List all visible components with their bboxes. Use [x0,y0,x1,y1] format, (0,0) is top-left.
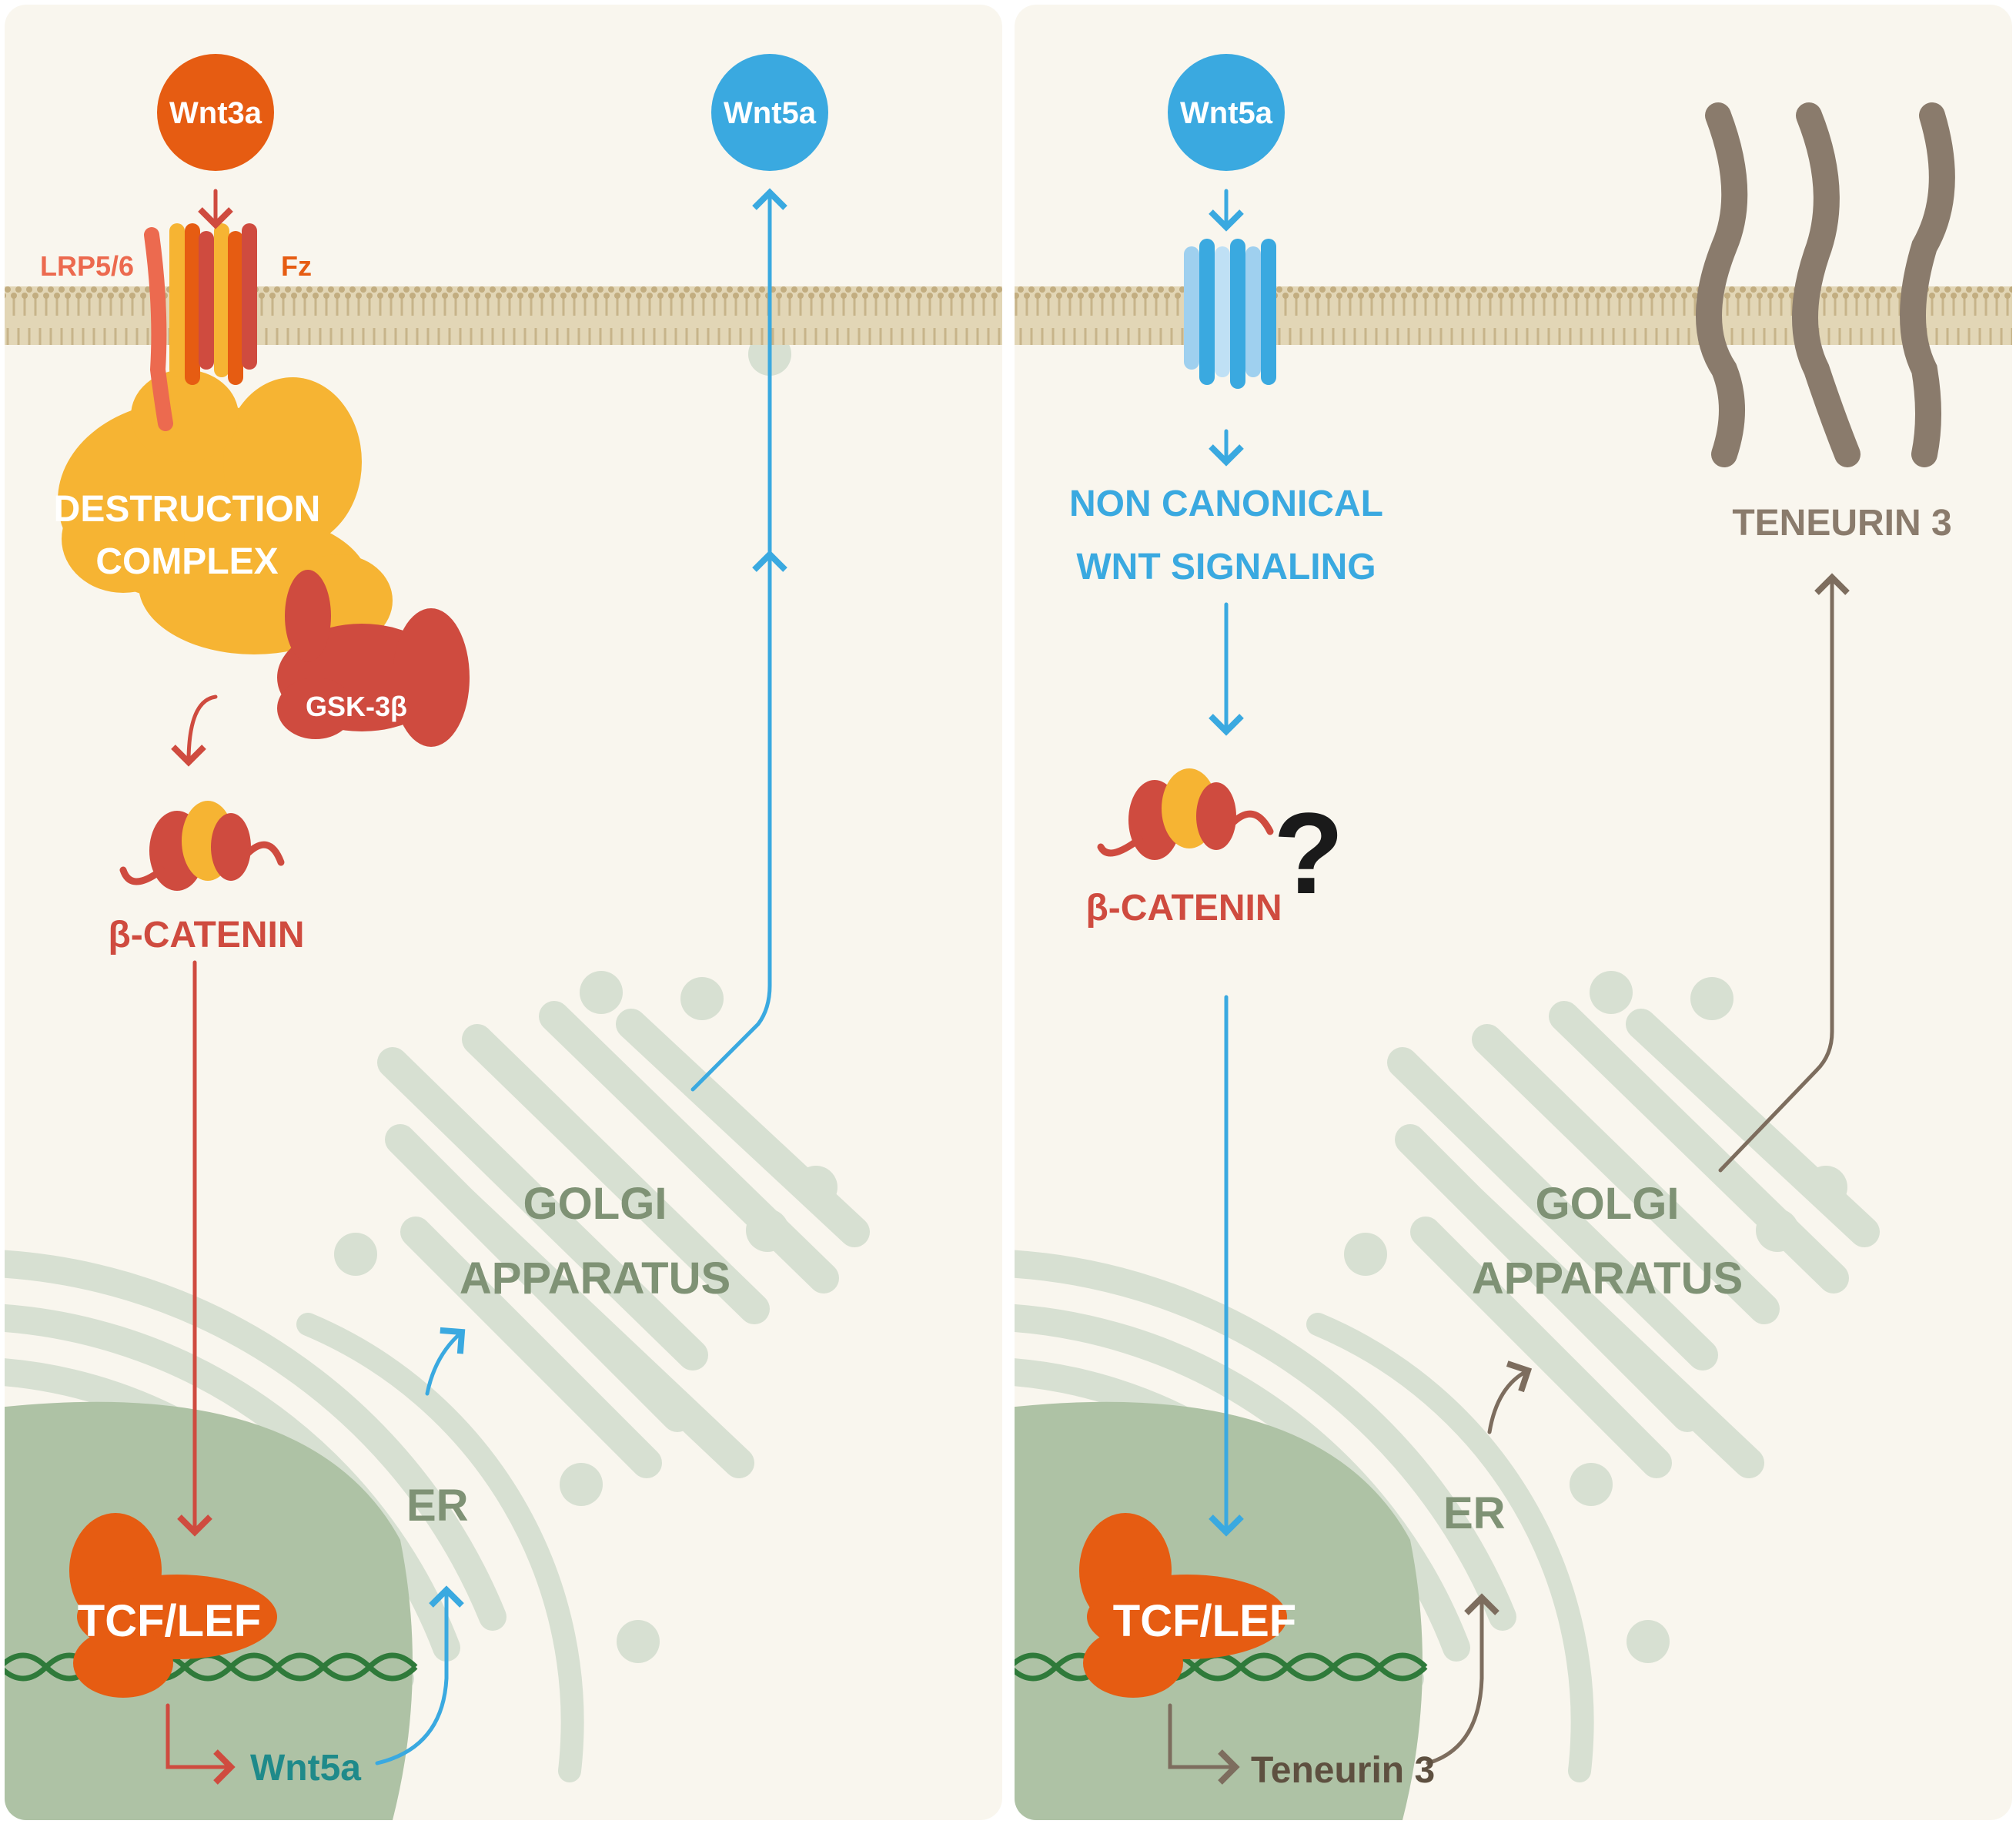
right-plasma-membrane [1015,286,2012,345]
left-gene-wnt5a-label: Wnt5a [250,1748,361,1789]
wnt3a-label: Wnt3a [169,96,262,130]
gsk3b-shape [277,570,470,747]
left-er-golgi-arrow [425,1327,466,1396]
left-golgi-line2: APPARATUS [460,1253,731,1304]
noncanonical-line1: NON CANONICAL [1069,484,1383,524]
teneurin-secretion-arrow [1718,573,1850,1173]
right-er-golgi-arrow [1487,1360,1533,1434]
right-golgi-line1: GOLGI [1536,1179,1680,1229]
right-tcf-lef-label: TCF/LEF [1113,1596,1296,1646]
fz-label: Fz [281,250,312,282]
right-vesicles [1344,971,1847,1663]
gsk-arrow [171,694,218,767]
left-er-label: ER [406,1481,469,1531]
destruction-complex-line2: COMPLEX [95,541,278,582]
fz-receptor-noncanonical [1184,239,1276,389]
right-er-label: ER [1443,1488,1506,1538]
right-panel: Wnt5a NON CANONICAL WNT SIGNALING β-CATE… [1015,5,2012,1820]
left-arrows [165,188,787,1785]
wnt3a-ligand [157,54,274,171]
teneurin3-label: TENEURIN 3 [1732,503,1951,544]
lrp-fz-receptor [144,223,257,431]
left-wnt5a-circle-label: Wnt5a [724,96,817,130]
left-tcf-lef-shape [69,1513,277,1698]
noncanonical-line2: WNT SIGNALING [1076,547,1376,587]
left-bcatenin-label: β-CATENIN [108,915,304,956]
destruction-complex-line1: DESTRUCTION [54,489,321,530]
transcription-arrow [165,1703,236,1785]
gsk3b-label: GSK-3β [306,691,407,722]
left-panel: Wnt3a Wnt5a LRP5/6 Fz DESTRUCTION COMPLE… [5,5,1002,1820]
left-vesicles [334,333,837,1663]
left-beta-catenin-shape [119,801,285,891]
right-tcf-lef-shape [1079,1513,1287,1698]
right-er-up-arrow [1426,1593,1499,1765]
right-beta-catenin-shape [1097,768,1274,860]
left-golgi-line1: GOLGI [523,1179,667,1229]
left-er-up-arrow [375,1585,464,1765]
right-wnt5a-circle-label: Wnt5a [1180,96,1273,130]
teneurin3-proteins [1696,102,1955,467]
right-bcatenin-label: β-CATENIN [1085,888,1282,929]
right-golgi-line2: APPARATUS [1472,1253,1743,1304]
right-wnt5a-ligand [1168,54,1285,171]
right-transcription-arrow [1168,1703,1240,1785]
left-tcf-lef-label: TCF/LEF [78,1596,261,1646]
right-arrows [1168,189,1850,1785]
question-mark: ? [1273,788,1344,918]
left-secretion-arrow-lower [690,550,787,1092]
left-wnt5a-ligand [711,54,828,171]
lrp-label: LRP5/6 [40,250,134,282]
right-gene-teneurin3-label: Teneurin 3 [1251,1750,1435,1791]
